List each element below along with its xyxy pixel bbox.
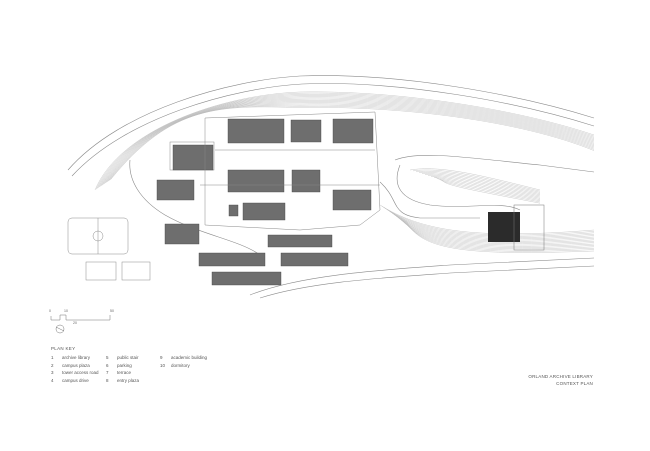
- contour-line: [99, 96, 595, 187]
- scale-label: 0: [49, 309, 51, 313]
- scale-bar: [50, 314, 111, 334]
- contour-line: [100, 97, 595, 187]
- contour-line: [436, 177, 541, 201]
- contour-line: [412, 169, 541, 192]
- contour-line: [442, 179, 541, 204]
- scale-label: 50: [110, 309, 114, 313]
- north-arrow-icon: [55, 324, 65, 334]
- contour-line: [415, 171, 541, 193]
- contour-line: [406, 220, 595, 253]
- scale-label: 20: [73, 321, 77, 325]
- contour-line: [386, 209, 595, 239]
- contour-line: [409, 168, 541, 191]
- contour-line: [104, 101, 595, 184]
- plan-key-title: PLAN KEY: [51, 346, 76, 351]
- contour-line: [381, 205, 595, 236]
- contour-lines: [94, 91, 595, 253]
- buildings: [156, 118, 374, 286]
- roads: [67, 75, 595, 299]
- contour-line: [433, 177, 541, 200]
- contour-line: [427, 175, 541, 198]
- archive-library-building: [488, 204, 545, 251]
- contour-line: [421, 173, 541, 195]
- campus-outline: [200, 111, 381, 231]
- contour-line: [98, 95, 595, 188]
- contour-line: [110, 106, 595, 180]
- contour-line: [106, 103, 595, 183]
- contour-line: [102, 98, 595, 186]
- contour-line: [105, 102, 595, 183]
- contour-line: [430, 176, 541, 199]
- scale-label: 10: [64, 309, 68, 313]
- project-title: ORLAND ARCHIVE LIBRARY: [528, 374, 593, 379]
- contour-line: [103, 100, 595, 185]
- drawing-title: CONTEXT PLAN: [556, 381, 593, 386]
- contour-line: [439, 178, 541, 203]
- contour-line: [418, 172, 541, 194]
- drawing-caption: ORLAND ARCHIVE LIBRARY CONTEXT PLAN: [528, 373, 593, 387]
- contour-line: [379, 204, 595, 235]
